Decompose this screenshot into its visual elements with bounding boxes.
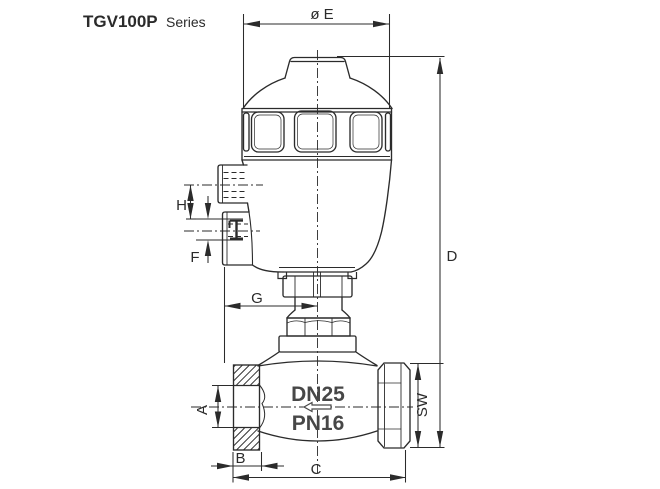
body-top-edge: [257, 360, 378, 367]
dim-label-f: F: [190, 249, 199, 266]
window-3: [349, 111, 383, 153]
dimension-arrowheads: [187, 20, 444, 481]
flange-hatching: [233, 364, 260, 451]
air-ports: [217, 164, 254, 266]
lower-port-outline: [221, 211, 254, 266]
actuator-outline: [241, 56, 393, 273]
actuator-windows: [242, 110, 392, 153]
dimension-e: [242, 14, 391, 109]
labels: TGV100P Series ø E D H F G A B C SW: [83, 6, 458, 478]
flow-direction-arrow: [302, 401, 332, 413]
dim-label-sw: SW: [414, 392, 431, 417]
right-hex-nut: [377, 362, 411, 449]
left-flange: [232, 364, 261, 451]
dimension-c: [232, 450, 407, 483]
window-sliver-left: [242, 112, 250, 152]
upper-port-outline: [217, 164, 249, 204]
actuator-cup-right-edge: [350, 159, 393, 273]
dimension-d: [337, 55, 445, 449]
bonnet-block: [278, 335, 357, 353]
lower-port-right-curve: [248, 211, 254, 266]
dim-label-e: ø E: [310, 6, 333, 23]
window-sliver-right: [384, 112, 392, 152]
dn-marking: DN25: [291, 383, 345, 406]
port-thread-lines: [223, 172, 248, 237]
window-1: [250, 111, 285, 153]
body-bottom-edge: [257, 430, 378, 442]
pn-marking: PN16: [292, 412, 345, 435]
actuator-knob: [284, 56, 351, 79]
actuator-cup-left-edge: [241, 159, 245, 166]
title-series-code: TGV100P: [83, 12, 158, 31]
dim-label-d: D: [447, 248, 458, 265]
dim-label-b: B: [235, 450, 245, 467]
port-thread-depth-marks: [196, 218, 243, 241]
stem-hex-block: [282, 275, 353, 298]
valve-body: [232, 360, 411, 451]
actuator-details: [244, 156, 390, 280]
dim-label-g: G: [251, 290, 263, 307]
title-series-suffix: Series: [166, 14, 206, 30]
dim-label-h: H: [176, 197, 187, 214]
window-2: [293, 110, 337, 153]
dimension-a: [212, 384, 233, 429]
dimension-g: [223, 267, 318, 363]
cast-markings: DN25 PN16: [291, 383, 345, 435]
dim-label-c: C: [311, 461, 322, 478]
body-spout-curve: [259, 384, 266, 429]
actuator-dome: [242, 77, 286, 110]
rim-tab-left: [277, 272, 288, 280]
dim-label-a: A: [194, 405, 211, 415]
